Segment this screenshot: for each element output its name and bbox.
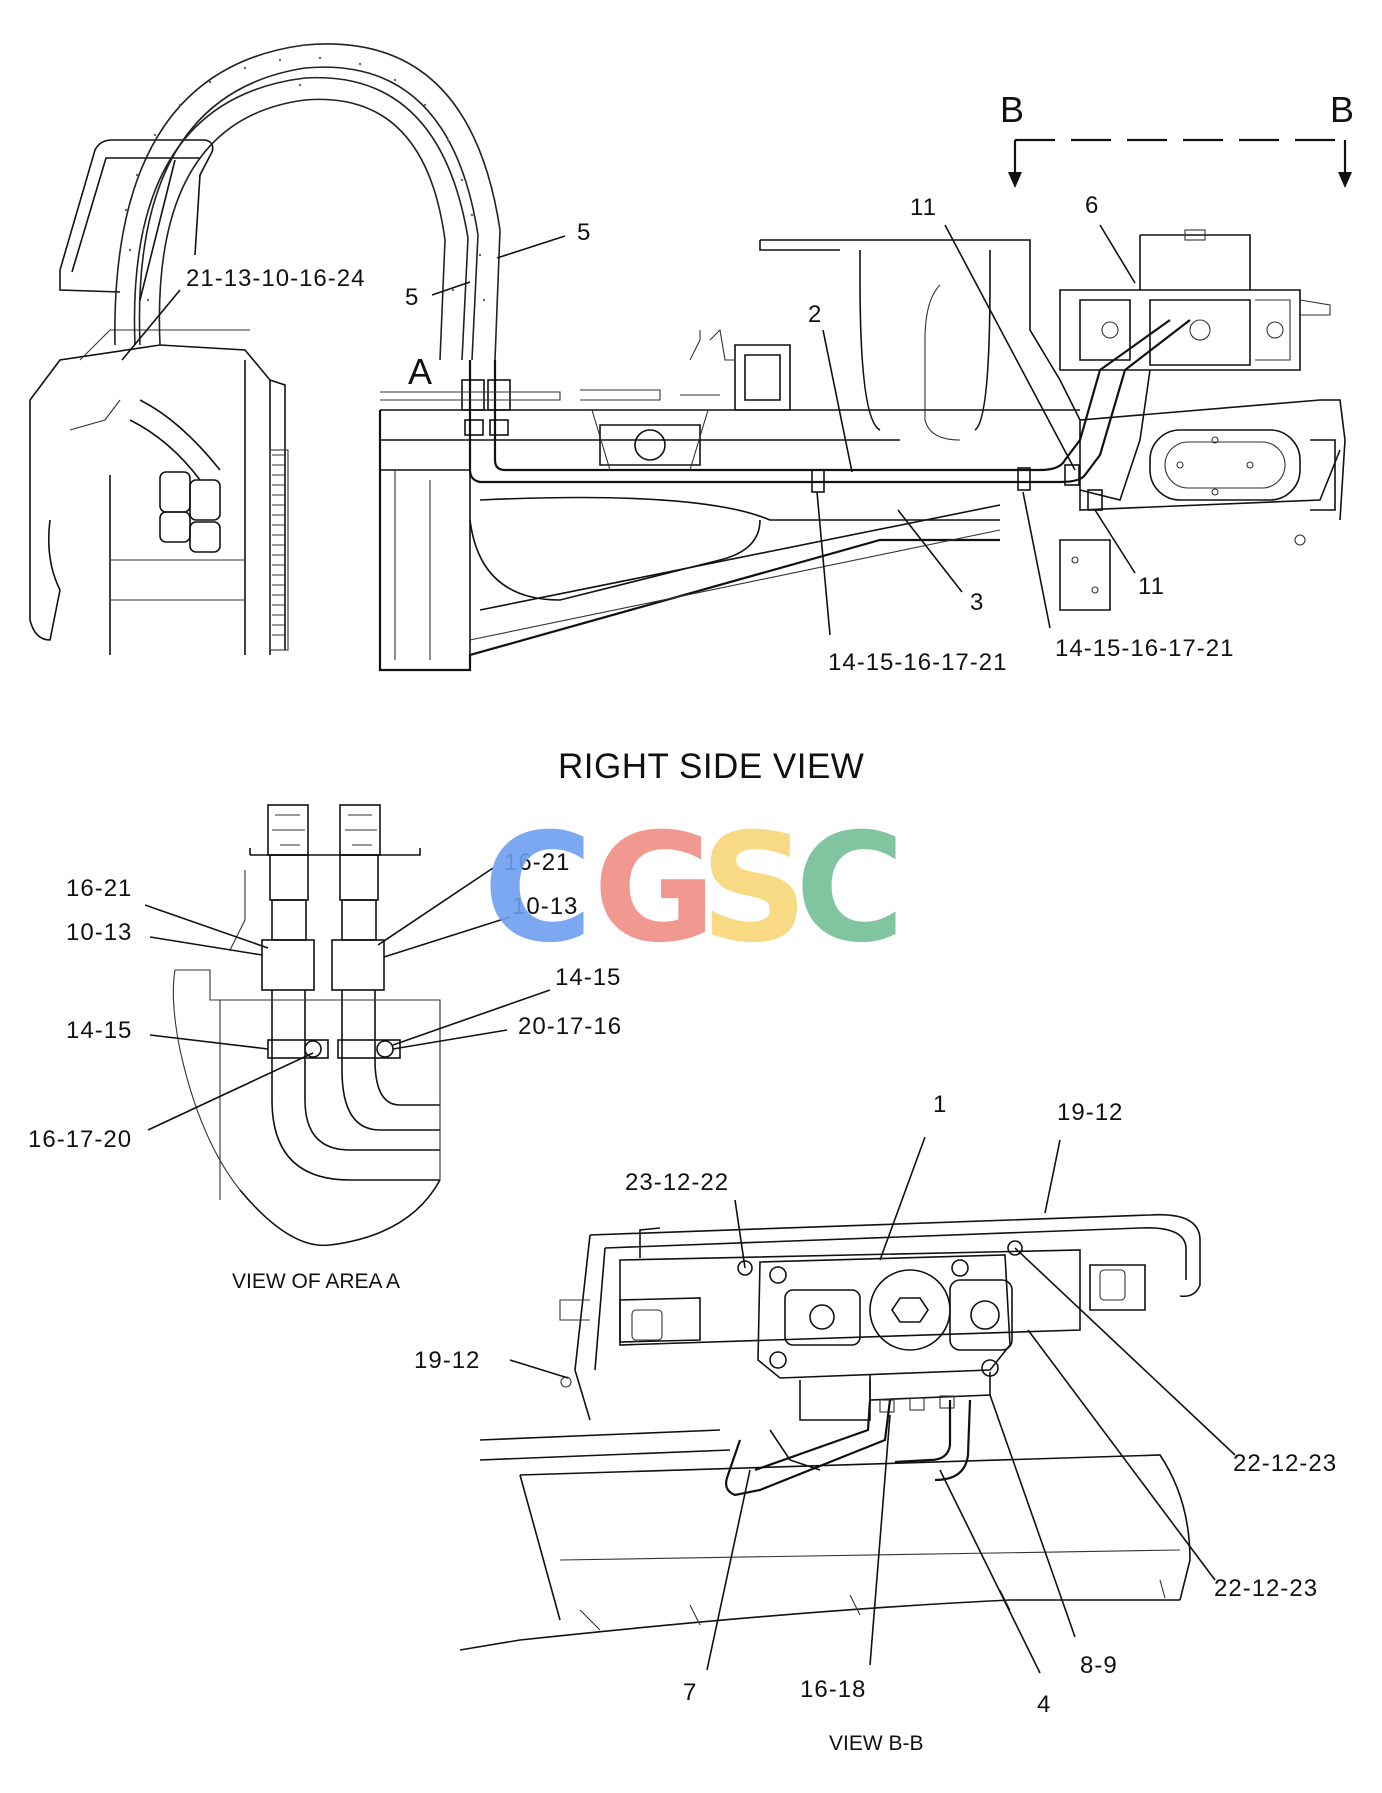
label-b-7: 7	[683, 1679, 697, 1706]
label-a-20-17-16: 20-17-16	[518, 1013, 622, 1040]
hydraulic-hose-arch	[114, 43, 501, 361]
watermark-letter-g: G	[593, 802, 716, 976]
label-14-15-16-17-21-left: 14-15-16-17-21	[828, 649, 1007, 676]
label-11-lower: 11	[1138, 573, 1165, 600]
label-b-22-12-23-lower: 22-12-23	[1214, 1575, 1318, 1602]
caption-view-bb: VIEW B-B	[829, 1732, 924, 1755]
view-bb-leader-lines	[509, 1136, 1236, 1674]
view-a-leader-lines	[144, 867, 551, 1131]
label-b-22-12-23-upper: 22-12-23	[1233, 1450, 1337, 1477]
label-b-4: 4	[1037, 1691, 1051, 1718]
label-a-10-13-left: 10-13	[66, 919, 132, 946]
label-b-16-18: 16-18	[800, 1676, 866, 1703]
watermark-letter-c1: C	[483, 802, 593, 976]
cab-detail-drawing	[29, 139, 289, 655]
cgsc-watermark: C G S C	[483, 802, 905, 976]
watermark-letter-s: S	[700, 802, 808, 976]
title-right-side-view: RIGHT SIDE VIEW	[558, 747, 864, 786]
label-5-upper: 5	[577, 219, 591, 246]
section-marker-b-left: B	[1000, 89, 1024, 130]
label-a-14-15-left: 14-15	[66, 1017, 132, 1044]
watermark-letter-c2: C	[795, 802, 905, 976]
label-b-19-12-top: 19-12	[1057, 1099, 1123, 1126]
section-marker-a: A	[408, 351, 432, 392]
label-2: 2	[808, 301, 822, 328]
label-a-16-17-20: 16-17-20	[28, 1126, 132, 1153]
label-b-1: 1	[933, 1091, 947, 1118]
label-a-10-13-right: 10-13	[512, 893, 578, 920]
label-5-lower: 5	[405, 284, 419, 311]
label-3: 3	[970, 589, 984, 616]
label-b-19-12-left: 19-12	[414, 1347, 480, 1374]
section-b-cut-line	[1008, 138, 1352, 188]
section-marker-b-right: B	[1330, 89, 1354, 130]
label-11-upper: 11	[910, 194, 937, 221]
label-b-23-12-22: 23-12-22	[625, 1169, 729, 1196]
view-area-a-drawing	[172, 804, 441, 1247]
label-b-8-9: 8-9	[1080, 1652, 1118, 1679]
label-a-16-21-right: 16-21	[504, 849, 570, 876]
label-21-13-10-16-24: 21-13-10-16-24	[186, 265, 365, 292]
frame-drawing	[378, 229, 1346, 672]
top-leader-lines	[121, 224, 1136, 636]
label-6: 6	[1085, 192, 1099, 219]
caption-view-area-a: VIEW OF AREA A	[232, 1270, 400, 1293]
label-14-15-16-17-21-right: 14-15-16-17-21	[1055, 635, 1234, 662]
view-bb-drawing	[459, 1213, 1201, 1651]
label-a-16-21-left: 16-21	[66, 875, 132, 902]
label-a-14-15-right: 14-15	[555, 964, 621, 991]
